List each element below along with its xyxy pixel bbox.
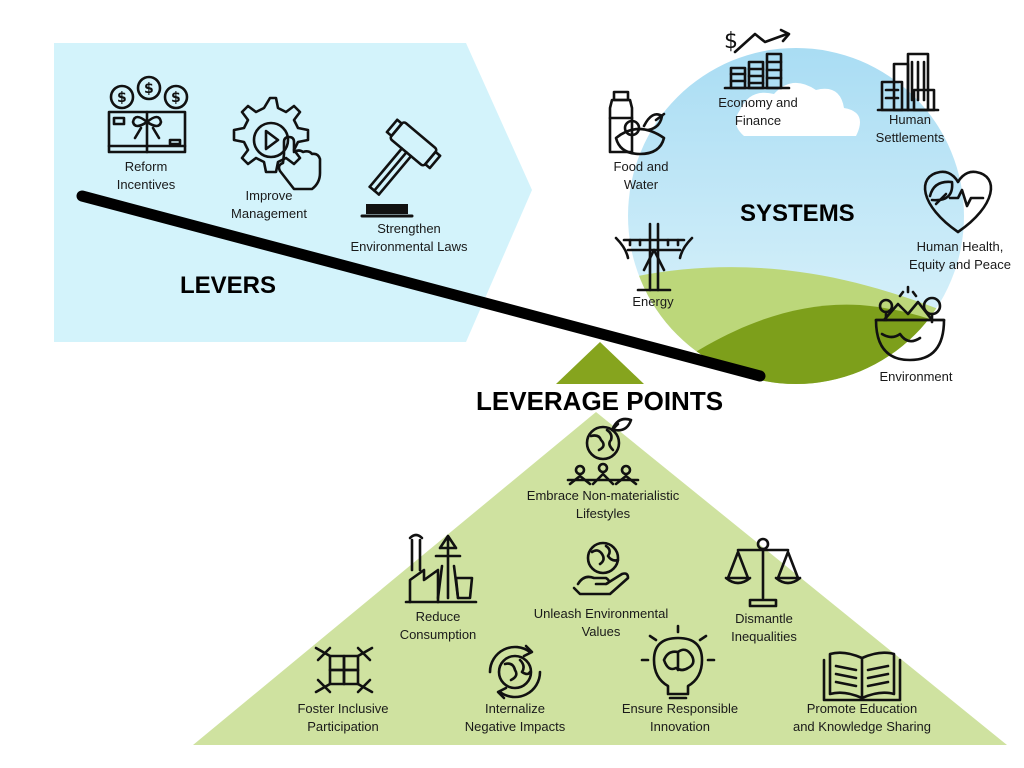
fulcrum [556, 342, 644, 384]
globe-people-icon [566, 417, 640, 486]
open-book-icon [822, 651, 902, 702]
systems-title: SYSTEMS [740, 200, 855, 227]
money-icon [107, 75, 189, 154]
environment-globe-icon [874, 285, 946, 362]
svg-text:$: $ [144, 81, 154, 97]
factory-tower-icon [404, 533, 478, 604]
svg-text:$: $ [171, 90, 181, 106]
power-pole-icon [614, 222, 694, 292]
system-human-health: Human Health,Equity and Peace [909, 239, 1011, 272]
hand-globe-icon [572, 541, 630, 596]
linked-hands-icon [314, 646, 374, 694]
system-energy: Energy [632, 294, 674, 309]
levers-title: LEVERS [180, 272, 277, 299]
lever-bar [76, 190, 766, 382]
gavel-icon [368, 118, 442, 196]
heart-health-icon [923, 170, 993, 234]
recycle-globe-icon [488, 644, 542, 700]
finance-icon [723, 28, 791, 90]
scales-icon [724, 537, 802, 608]
system-environment: Environment [879, 369, 953, 384]
buildings-icon [876, 52, 940, 112]
gear-play-icon [232, 96, 322, 191]
food-water-icon [608, 90, 666, 156]
leverage-points-title: LEVERAGE POINTS [476, 386, 724, 416]
levers-panel [54, 43, 532, 342]
svg-text:$: $ [724, 29, 738, 54]
lightbulb-brain-icon [640, 624, 716, 700]
svg-text:$: $ [117, 90, 127, 106]
